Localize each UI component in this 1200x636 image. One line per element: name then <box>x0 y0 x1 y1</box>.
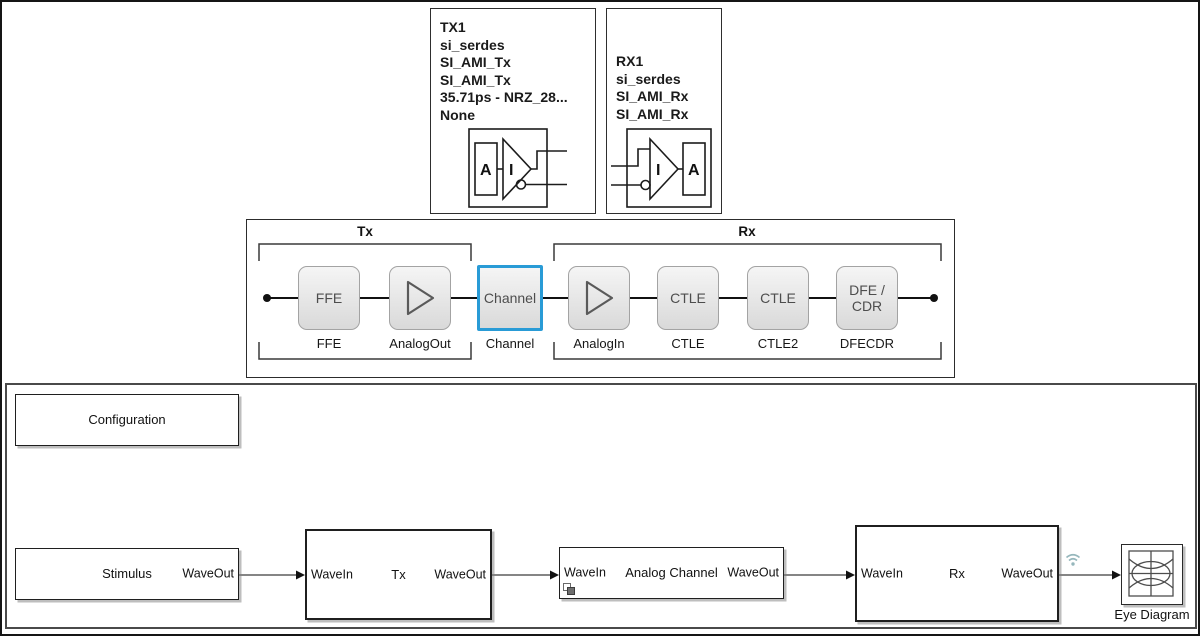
eye-diagram-label: Eye Diagram <box>1114 607 1190 622</box>
eye-diagram-scope-block[interactable] <box>1121 544 1183 605</box>
rx-waveout-port[interactable]: WaveOut <box>1001 566 1053 581</box>
triangle-buffer-icon <box>406 280 435 316</box>
channel-label: Channel <box>485 336 535 351</box>
ctle-block-text: CTLE <box>670 290 706 306</box>
chain-block-channel-selected[interactable]: Channel <box>477 265 543 331</box>
analogout-label: AnalogOut <box>389 336 451 351</box>
analog-channel-wavein-port[interactable]: WaveIn <box>564 565 606 580</box>
rx-label: Rx <box>949 565 965 581</box>
simulink-model-panel: Configuration Stimulus WaveOut WaveIn Tx… <box>5 383 1197 629</box>
dfecdr-label: DFECDR <box>839 336 895 351</box>
signal-logging-wifi-icon[interactable] <box>1064 551 1082 569</box>
chain-block-analogout[interactable] <box>389 266 451 330</box>
channel-block-text: Channel <box>483 290 537 306</box>
tx1-ibis-file: SI_AMI_Tx <box>440 71 511 88</box>
tx1-adapter-block[interactable]: TX1 si_serdes SI_AMI_Tx SI_AMI_Tx 35.71p… <box>430 8 596 214</box>
tx1-none-field: None <box>440 106 475 123</box>
svg-text:A: A <box>480 162 492 179</box>
triangle-buffer-icon <box>585 280 614 316</box>
variant-badge-icon <box>563 583 575 595</box>
svg-text:A: A <box>688 162 700 179</box>
rx1-adapter-block[interactable]: RX1 si_serdes SI_AMI_Rx SI_AMI_Rx I A <box>606 8 722 214</box>
svg-text:I: I <box>509 162 513 179</box>
tx1-symbol-time: 35.71ps - NRZ_28... <box>440 89 568 105</box>
tx-buffer-icon: A I <box>468 128 567 208</box>
tx-subsystem-block[interactable]: WaveIn Tx WaveOut <box>305 529 492 620</box>
signal-wires <box>239 570 1121 580</box>
eye-diagram-icon <box>1128 550 1174 597</box>
rx1-info-text: RX1 si_serdes SI_AMI_Rx SI_AMI_Rx <box>616 53 688 123</box>
chain-block-ffe[interactable]: FFE <box>298 266 360 330</box>
rx1-model: si_serdes <box>616 70 681 87</box>
analog-channel-block[interactable]: WaveIn Analog Channel WaveOut <box>559 547 784 599</box>
chain-wire-and-brackets <box>258 243 942 360</box>
chain-block-dfecdr[interactable]: DFE / CDR <box>836 266 898 330</box>
tx-wavein-port[interactable]: WaveIn <box>311 567 353 582</box>
rx-subsystem-block[interactable]: WaveIn Rx WaveOut <box>855 525 1059 622</box>
tx-section-label: Tx <box>357 224 373 239</box>
ffe-label: FFE <box>316 336 342 351</box>
configuration-label: Configuration <box>88 412 166 428</box>
stimulus-waveout-port[interactable]: WaveOut <box>182 566 234 581</box>
configuration-block[interactable]: Configuration <box>15 394 239 446</box>
rx1-ami-file: SI_AMI_Rx <box>616 88 689 104</box>
tx-label: Tx <box>391 566 406 582</box>
stimulus-block[interactable]: Stimulus WaveOut <box>15 548 239 600</box>
serdes-chain-panel: Tx Rx FFE Channel CTLE CTLE DFE / CDR FF… <box>246 219 955 378</box>
rx1-ibis-file: SI_AMI_Rx <box>616 105 689 122</box>
ffe-block-text: FFE <box>315 290 343 306</box>
analogin-label: AnalogIn <box>573 336 625 351</box>
ctle-label: CTLE <box>671 336 705 351</box>
tx1-info-text: TX1 si_serdes SI_AMI_Tx SI_AMI_Tx 35.71p… <box>440 19 568 124</box>
tx-waveout-port[interactable]: WaveOut <box>434 567 486 582</box>
rx-buffer-icon: I A <box>611 128 712 208</box>
ctle2-block-text: CTLE <box>760 290 796 306</box>
analog-channel-label: Analog Channel <box>625 565 718 581</box>
rx1-name: RX1 <box>616 53 644 69</box>
svg-text:I: I <box>656 162 660 179</box>
chain-block-analogin[interactable] <box>568 266 630 330</box>
chain-block-ctle2[interactable]: CTLE <box>747 266 809 330</box>
dfecdr-block-text-bottom: CDR <box>851 298 883 314</box>
stimulus-label: Stimulus <box>102 566 152 582</box>
tx1-name: TX1 <box>440 19 466 35</box>
analog-channel-waveout-port[interactable]: WaveOut <box>727 565 779 580</box>
dfecdr-block-text-top: DFE / <box>849 282 885 298</box>
rx-wavein-port[interactable]: WaveIn <box>861 566 903 581</box>
chain-block-ctle[interactable]: CTLE <box>657 266 719 330</box>
tx1-model: si_serdes <box>440 36 505 53</box>
ctle2-label: CTLE2 <box>757 336 799 351</box>
tx1-ami-file: SI_AMI_Tx <box>440 54 511 70</box>
rx-section-label: Rx <box>738 224 756 239</box>
